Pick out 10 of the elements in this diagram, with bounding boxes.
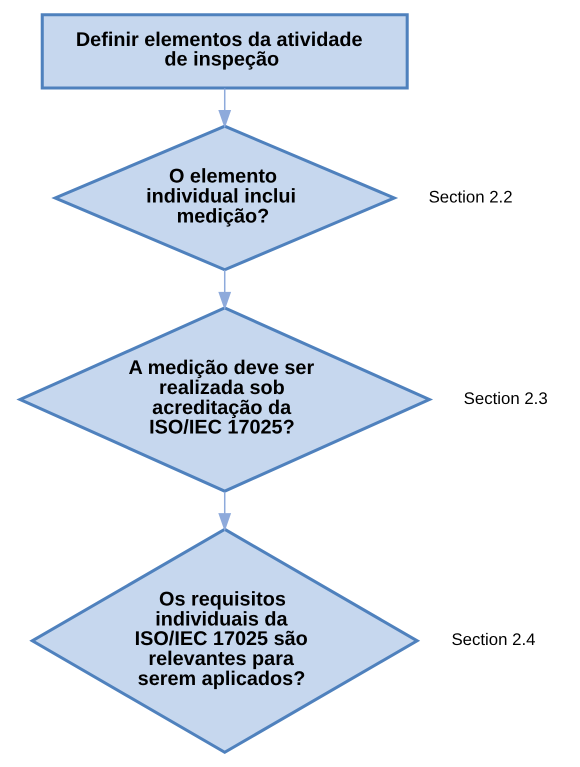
node-diamond: A medição deve ser realizada sob acreditação da ISO/IEC 17025? bbox=[16, 306, 434, 493]
node-label: Section 2.4 bbox=[451, 630, 536, 650]
node-diamond: O elemento individual inclui medição? bbox=[51, 124, 398, 272]
node-label: Section 2.2 bbox=[428, 187, 513, 206]
node-label: Section 2.3 bbox=[464, 388, 548, 408]
node-box: Definir elementos da atividade de inspeção bbox=[40, 13, 409, 90]
arrow bbox=[218, 88, 232, 128]
arrow bbox=[218, 270, 232, 310]
arrow bbox=[218, 492, 232, 532]
node-diamond: Os requisitos individuais da ISO/IEC 17025 são relevantes para serem aplicados? bbox=[29, 528, 420, 754]
